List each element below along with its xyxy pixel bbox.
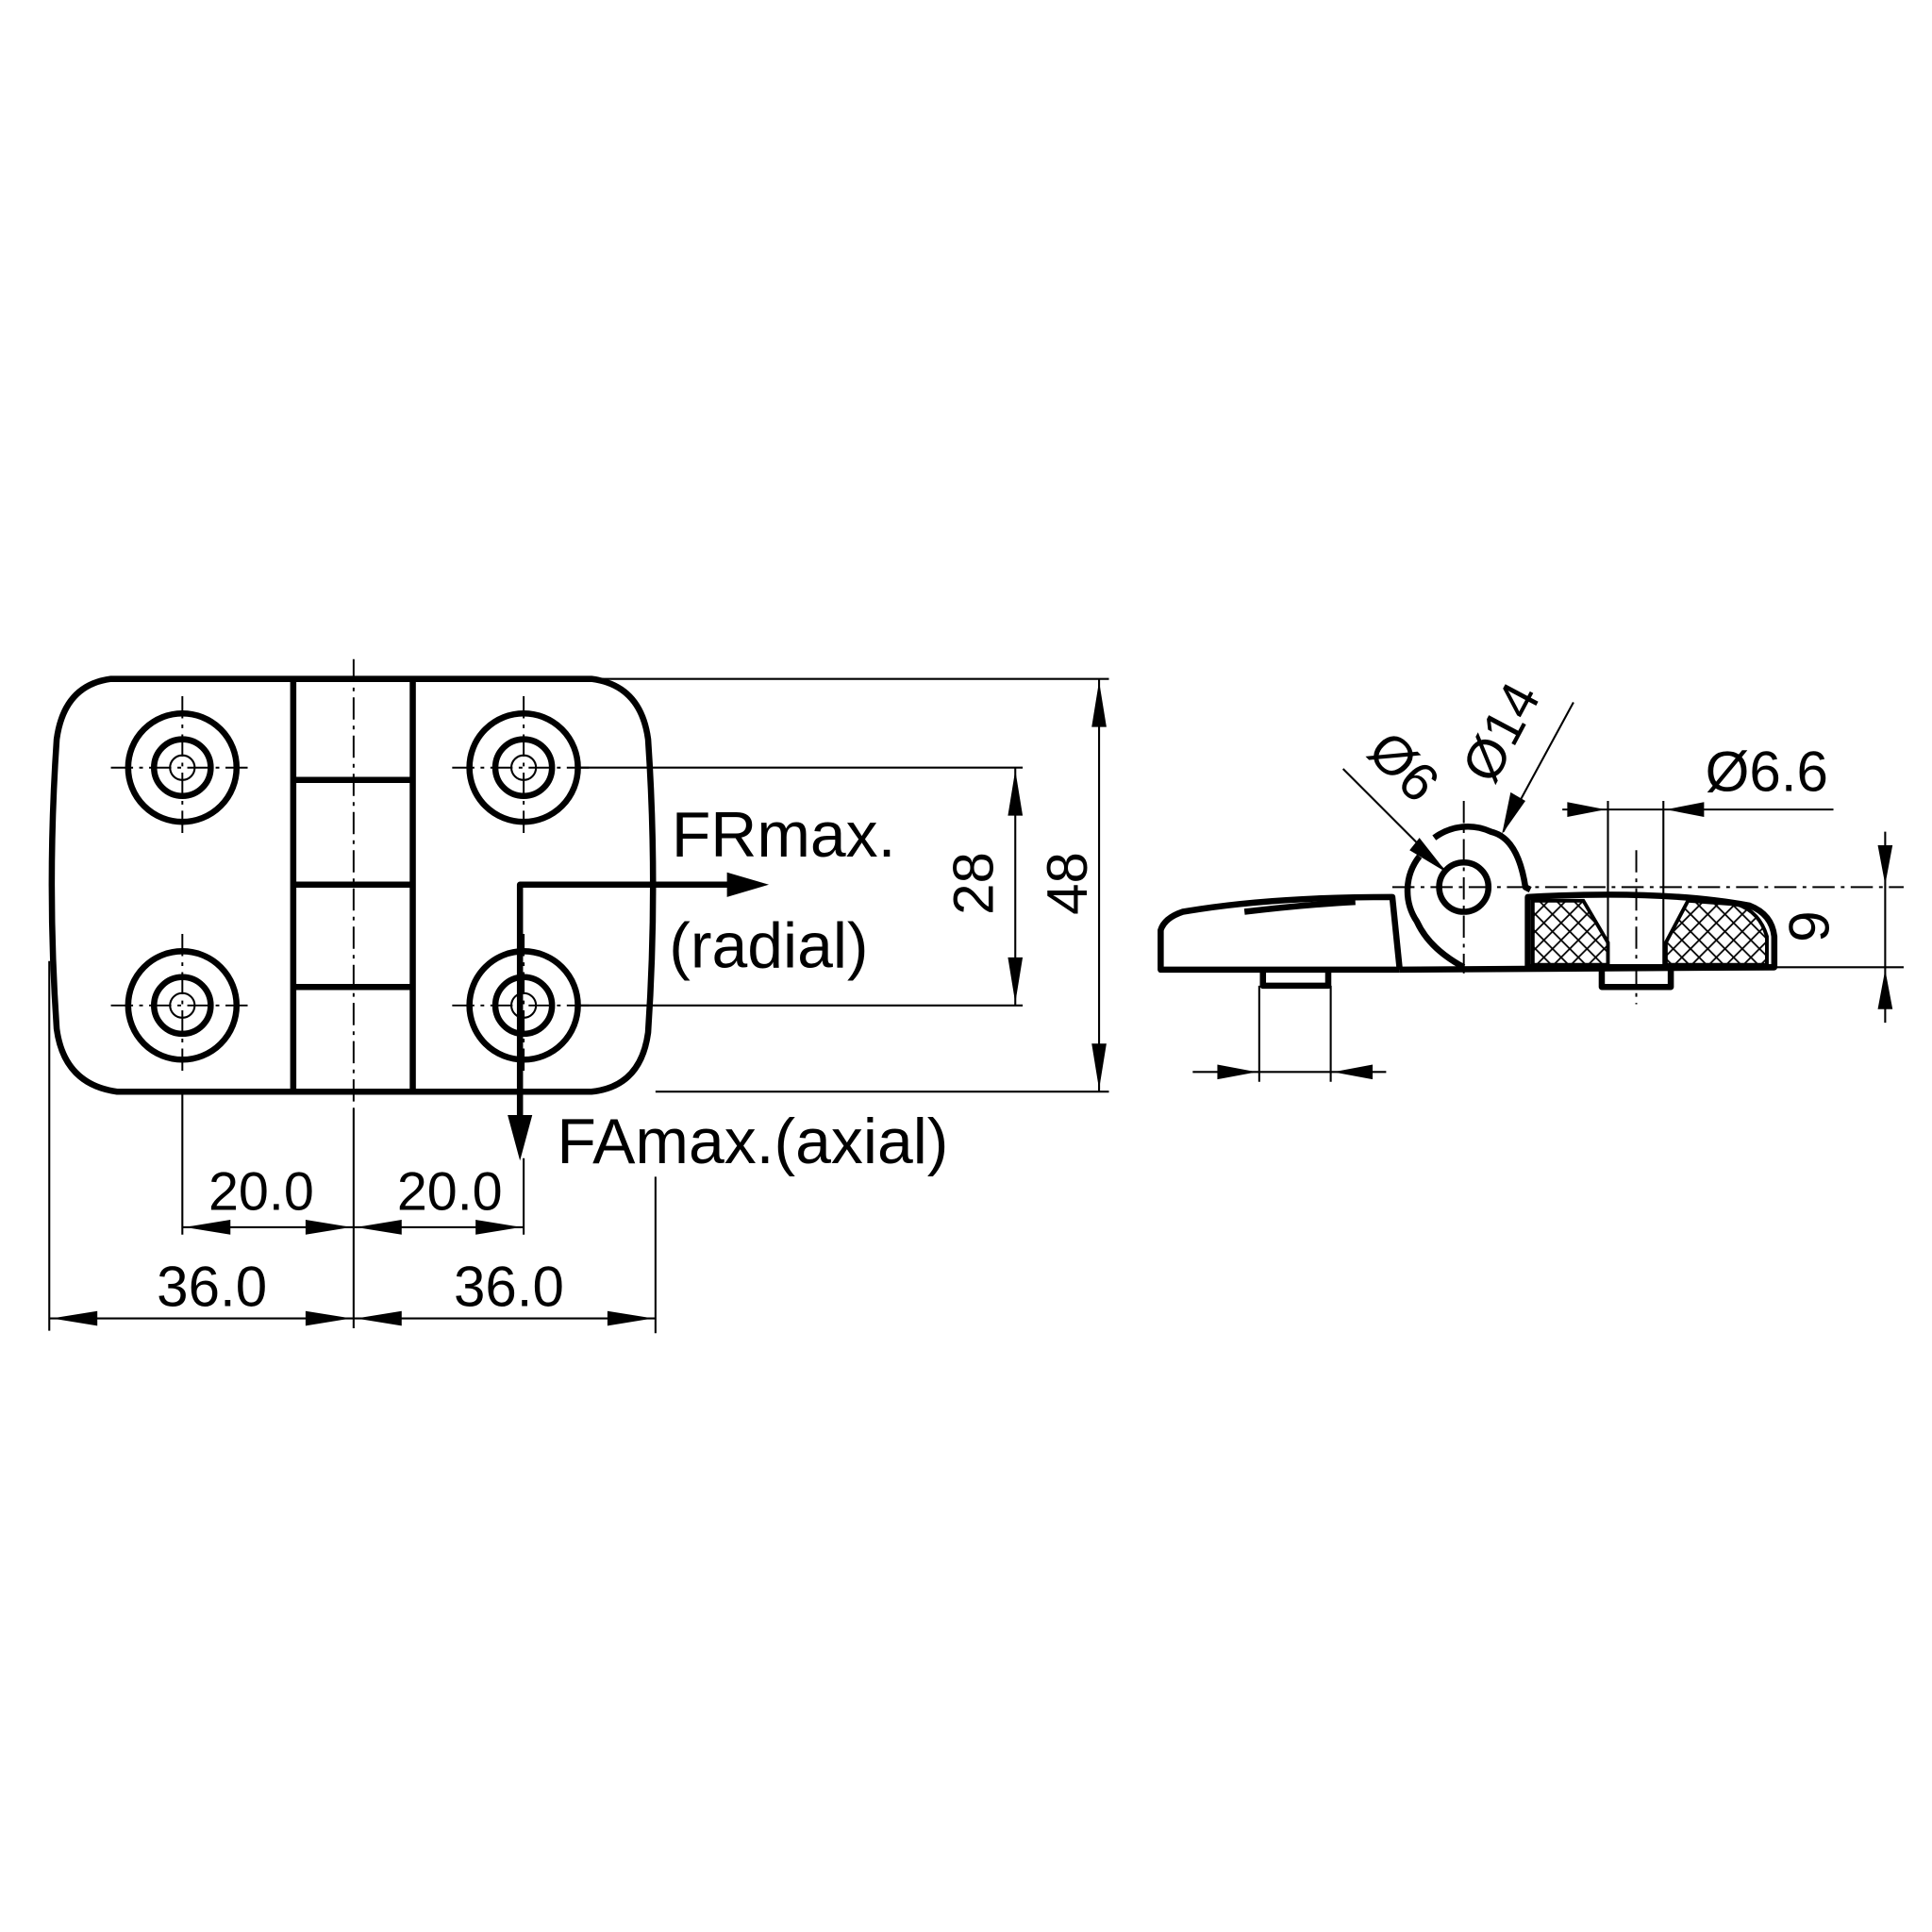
dimension-hole-6-6-label: Ø6.6 [1706,741,1828,804]
side-view: Ø6.6 9 Ø6 Ø14 [1158,673,1904,1082]
dimension-9-label: 9 [1777,910,1840,941]
dimension-48-label: 48 [1036,852,1099,915]
knuckle [290,658,416,1109]
axial-arrowhead [508,1115,533,1161]
force-radial-sublabel: (radial) [669,910,868,981]
dimension-36-left-label: 36.0 [157,1255,267,1318]
mounting-hole [452,934,595,1077]
mounting-hole [452,695,595,840]
dimension-20-right-label: 20.0 [397,1162,503,1223]
force-arrows [508,872,770,1161]
dimension-9 [1774,831,1904,1024]
leader-knuckle-diameter [1502,701,1574,835]
mounting-holes [110,695,595,1077]
dimension-28-label: 28 [942,852,1006,915]
mounting-hole [110,695,255,840]
dimension-20 [181,1091,525,1328]
dimension-pin-width [1192,985,1387,1082]
dimension-36-right-label: 36.0 [454,1255,564,1318]
dimension-20-left-label: 20.0 [208,1162,314,1223]
hinge-plate-outline [48,675,657,1095]
dimension-knuckle-diameter-label: Ø14 [1451,673,1552,791]
leader-pin-diameter [1341,768,1447,873]
bottom-pin [1259,969,1332,990]
dimension-36 [48,960,657,1334]
knuckle-outline [1404,823,1532,971]
force-radial-label: FRmax. [672,800,896,871]
hatched-section [1530,898,1610,967]
front-view: FRmax. (radial) FAmax.(axial) 48 28 [48,658,1109,1334]
dimension-28 [578,766,1024,1007]
right-leaf [1524,891,1778,971]
radial-arrowhead [726,872,770,897]
force-axial-label: FAmax.(axial) [557,1107,948,1177]
left-leaf [1158,893,1404,974]
dimension-hole-6-6 [1562,800,1834,968]
mounting-hole [110,934,255,1077]
dimension-48 [591,677,1109,1093]
dimension-pin-diameter-label: Ø6 [1357,720,1450,813]
